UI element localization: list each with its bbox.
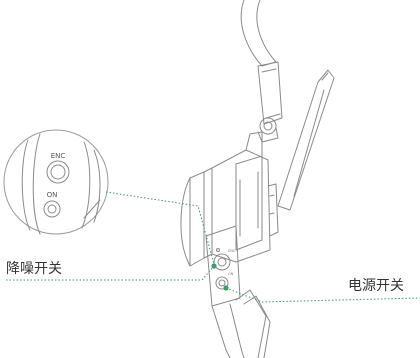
control-panel bbox=[205, 225, 241, 307]
leader-line-inset bbox=[105, 191, 215, 265]
leader-line-enc bbox=[6, 265, 215, 281]
zoom-inset bbox=[3, 129, 109, 235]
hinge bbox=[257, 117, 279, 143]
inset-on-text: ON bbox=[47, 191, 58, 199]
device-enc-text: ENC bbox=[228, 249, 236, 253]
headband bbox=[240, 0, 277, 67]
device-on-text: ON bbox=[228, 272, 234, 276]
power-switch-marker bbox=[223, 285, 229, 291]
boom-microphone bbox=[277, 69, 335, 211]
power-switch-label: 电源开关 bbox=[348, 278, 404, 294]
inset-enc-text: ENC bbox=[51, 152, 66, 160]
ear-cup bbox=[180, 131, 279, 267]
enc-switch-marker bbox=[211, 263, 217, 269]
cable-stem bbox=[211, 289, 271, 358]
enc-switch-label: 降噪开关 bbox=[6, 261, 62, 277]
leader-line-power bbox=[225, 287, 420, 303]
headband-slider bbox=[257, 61, 283, 125]
